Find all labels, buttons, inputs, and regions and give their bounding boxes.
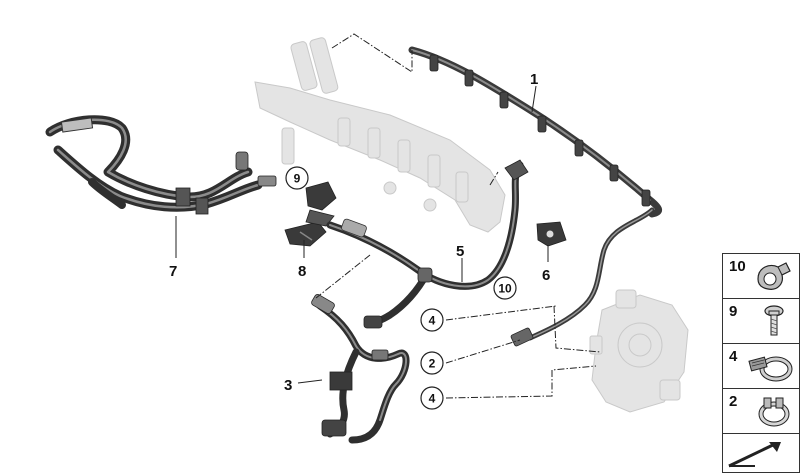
part-7-return-hose [45,115,277,215]
hose-clip-icon [757,262,791,290]
legend-item-2: 2 [722,388,800,433]
bolt-icon [764,305,784,336]
part-3-hose-assembly [311,294,410,444]
callout-circle-4-upper: 4 [420,308,444,332]
callout-circle-10: 10 [493,276,517,300]
callout-circle-2: 2 [420,351,444,375]
callout-5: 5 [456,243,464,260]
legend-item-10: 10 [722,253,800,298]
legend-item-9: 9 [722,298,800,343]
hose-clamp-icon [748,356,793,382]
part-6-gasket [536,221,567,247]
leader-lines [175,85,549,384]
legend-item-4: 4 [722,343,800,388]
svg-text:10: 10 [498,282,512,296]
legend-number: 10 [729,258,746,275]
svg-text:4: 4 [429,392,436,406]
callout-8: 8 [298,263,306,280]
legend-number: 4 [729,348,738,365]
part-5-fuel-line [326,159,529,329]
spring-clamp-icon [758,397,790,427]
callout-7: 7 [169,263,177,280]
arrow-icon [728,442,781,468]
callout-circle-9: 9 [285,166,309,190]
callout-6: 6 [542,267,550,284]
svg-text:2: 2 [429,357,436,371]
callout-3: 3 [284,377,292,394]
part-1-leak-line [408,46,662,347]
high-pressure-pump-ghost [589,289,689,413]
fuel-rail-ghost [254,37,506,233]
parts-legend: 10 9 4 2 [722,253,800,473]
legend-number: 9 [729,303,738,320]
legend-footer [722,433,800,473]
part-8-holder [284,221,327,247]
assembly-lines [315,33,601,399]
part-9-holder [305,181,337,227]
callout-circle-4-lower: 4 [420,386,444,410]
svg-text:9: 9 [294,172,301,186]
svg-text:4: 4 [429,314,436,328]
legend-number: 2 [729,393,738,410]
callout-1: 1 [530,71,538,88]
